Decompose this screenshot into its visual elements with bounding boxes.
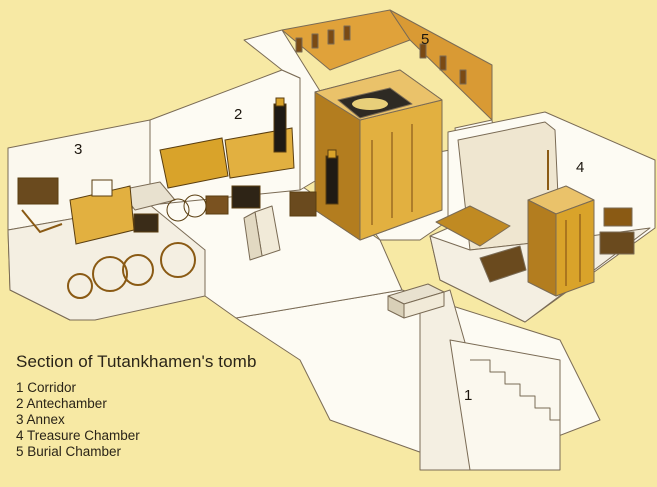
legend-panel: Section of Tutankhamen's tomb 1 Corridor… (16, 352, 336, 460)
label-treasure-chamber-number: 4 (576, 159, 584, 176)
corridor-structure (235, 283, 601, 471)
legend-item-antechamber: 2 Antechamber (16, 396, 107, 411)
label-corridor-number: 1 (464, 387, 472, 404)
diagram-title: Section of Tutankhamen's tomb (16, 352, 257, 371)
label-burial-chamber-number: 5 (421, 31, 429, 48)
annex-treasures (17, 177, 196, 299)
treasure-chamber (429, 111, 656, 323)
label-annex-number: 3 (74, 141, 82, 158)
antechamber-treasures (159, 97, 339, 222)
legend-item-corridor: 1 Corridor (16, 380, 77, 395)
legend-item-annex: 3 Annex (16, 412, 65, 427)
legend-item-treasure-chamber: 4 Treasure Chamber (16, 428, 140, 443)
legend-list: 1 Corridor 2 Antechamber 3 Annex 4 Treas… (16, 380, 336, 460)
label-antechamber-number: 2 (234, 106, 242, 123)
legend-item-burial-chamber: 5 Burial Chamber (16, 444, 122, 459)
